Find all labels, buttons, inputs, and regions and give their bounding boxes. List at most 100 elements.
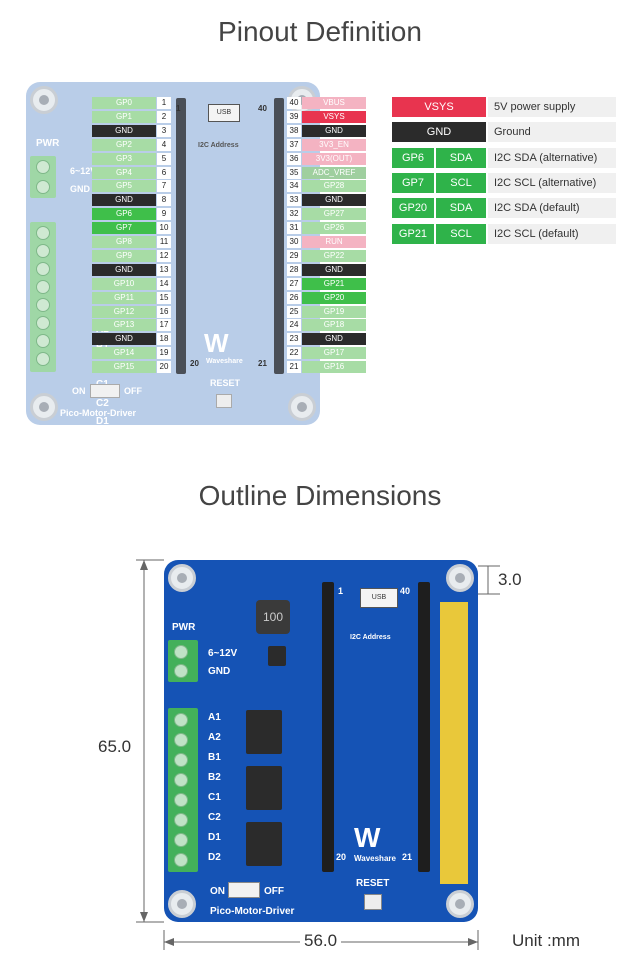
motor-label: D1	[96, 416, 109, 427]
legend-code2: SDA	[436, 198, 486, 219]
header-num: 21	[258, 359, 267, 368]
i2c-address-label: I2C Address	[198, 142, 239, 149]
motor-label: B2	[208, 772, 221, 783]
pin-number-right: 25	[287, 305, 301, 318]
pwr-label: PWR	[36, 138, 60, 149]
power-switch[interactable]	[90, 384, 120, 398]
pin-label-right: GP28	[302, 180, 366, 193]
motor-label: B1	[208, 752, 221, 763]
pin-label-right: GND	[302, 124, 366, 137]
pin-number-right: 23	[287, 333, 301, 346]
brand-label: Waveshare	[206, 358, 243, 365]
legend-code: VSYS	[392, 97, 486, 117]
pin-number-left: 18	[157, 333, 171, 346]
motor-label: D2	[208, 852, 221, 863]
mount-hole	[288, 393, 316, 421]
mount-hole	[446, 890, 474, 918]
pin-label-right: GP27	[302, 208, 366, 221]
legend-description: 5V power supply	[488, 97, 616, 117]
voltage-label: 6~12V	[208, 648, 238, 659]
pin-label-right: ADC_VREF	[302, 166, 366, 179]
pin-label-left: GP4	[92, 166, 156, 179]
motor-terminal	[168, 708, 198, 872]
pin-label-right: VSYS	[302, 110, 366, 123]
pin-label-right: GP21	[302, 277, 366, 290]
pin-label-left: GP10	[92, 277, 156, 290]
regulator-chip	[268, 646, 286, 666]
pin-label-left: GP1	[92, 110, 156, 123]
waveshare-logo-icon: W	[354, 822, 381, 853]
pin-label-left: GP9	[92, 249, 156, 262]
pin-label-left: GP11	[92, 291, 156, 304]
pin-number-right: 30	[287, 236, 301, 248]
pin-number-left: 9	[157, 208, 171, 221]
pin-header-left	[322, 582, 334, 872]
motor-label: C2	[96, 397, 109, 409]
legend-code2: SCL	[436, 172, 486, 193]
reset-button[interactable]	[364, 894, 382, 910]
pin-number-left: 7	[157, 180, 171, 193]
pin-number-left: 1	[157, 97, 171, 109]
voltage-label: 6~12V	[70, 166, 97, 176]
pin-number-right: 26	[287, 291, 301, 304]
legend-code: GND	[392, 122, 486, 143]
pin-label-right: RUN	[302, 236, 366, 248]
pin-label-left: GP3	[92, 152, 156, 165]
hole-offset-dimension: 3.0	[498, 570, 522, 589]
pin-number-left: 17	[157, 319, 171, 332]
pin-number-right: 24	[287, 319, 301, 332]
off-label: OFF	[124, 386, 142, 396]
pin-label-left: GND	[92, 194, 156, 207]
pin-label-right: GP16	[302, 361, 366, 374]
motor-label: D2	[96, 434, 109, 446]
header-num: 21	[402, 852, 413, 862]
legend-description: Ground	[488, 122, 616, 143]
reset-label: RESET	[210, 378, 241, 388]
pin-number-right: 32	[287, 208, 301, 221]
board-name: Pico-Motor-Driver	[210, 906, 295, 917]
pin-label-right: 3V3(OUT)	[302, 152, 366, 165]
pin-number-right: 29	[287, 249, 301, 262]
mount-hole	[30, 393, 58, 421]
inductor: 100	[256, 600, 290, 634]
legend-code2: SCL	[436, 223, 486, 244]
header-num: 20	[336, 852, 347, 862]
pin-number-right: 35	[287, 166, 301, 179]
pin-label-left: GP8	[92, 236, 156, 248]
pin-header-right	[274, 98, 284, 374]
motor-label: C2	[208, 812, 221, 823]
pin-number-left: 14	[157, 277, 171, 290]
pin-label-right: GND	[302, 333, 366, 346]
pin-number-left: 3	[157, 124, 171, 137]
usb-port: USB	[360, 588, 398, 608]
motor-label: D1	[208, 832, 221, 843]
pinout-title: Pinout Definition	[218, 16, 422, 47]
mount-hole	[168, 564, 196, 592]
pin-label-left: GP0	[92, 97, 156, 109]
legend-description: I2C SCL (alternative)	[488, 172, 616, 193]
power-switch[interactable]	[228, 882, 260, 898]
legend-description: I2C SDA (default)	[488, 198, 616, 219]
power-terminal	[168, 640, 198, 682]
pin-number-left: 5	[157, 152, 171, 165]
pin-label-left: GP15	[92, 361, 156, 374]
motor-label: C1	[208, 792, 221, 803]
pin-header-left	[176, 98, 186, 374]
header-num: 1	[338, 586, 344, 596]
pin-label-left: GP12	[92, 305, 156, 318]
pin-label-right: GP18	[302, 319, 366, 332]
off-label: OFF	[264, 886, 284, 897]
width-dimension: 56.0	[300, 931, 342, 951]
reset-button[interactable]	[216, 394, 232, 408]
pin-label-right: GP19	[302, 305, 366, 318]
pin-label-right: GND	[302, 263, 366, 276]
pin-label-left: GND	[92, 124, 156, 137]
outline-title: Outline Dimensions	[198, 480, 442, 511]
pwr-label: PWR	[172, 622, 196, 633]
unit-label: Unit :mm	[512, 931, 580, 950]
i2c-address-label: I2C Address	[350, 634, 391, 641]
mount-hole	[168, 890, 196, 918]
pin-number-left: 20	[157, 361, 171, 374]
